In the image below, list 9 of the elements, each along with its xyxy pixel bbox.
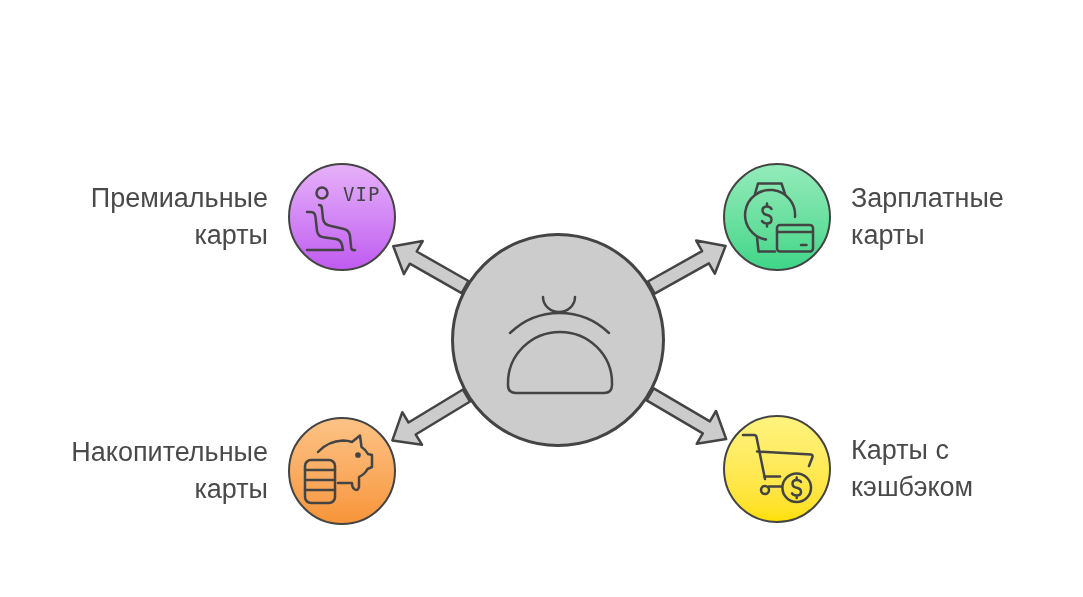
arrow	[391, 388, 472, 446]
arrow	[646, 239, 727, 295]
category-label: Карты с кэшбэком	[851, 434, 974, 504]
arrow	[392, 239, 470, 295]
vip-text: VIP	[343, 185, 381, 204]
category-label: Премиальные карты	[90, 182, 268, 252]
category-label: Зарплатные карты	[851, 182, 1004, 252]
arrow	[645, 387, 728, 446]
category-label: Накопительные карты	[71, 436, 268, 506]
